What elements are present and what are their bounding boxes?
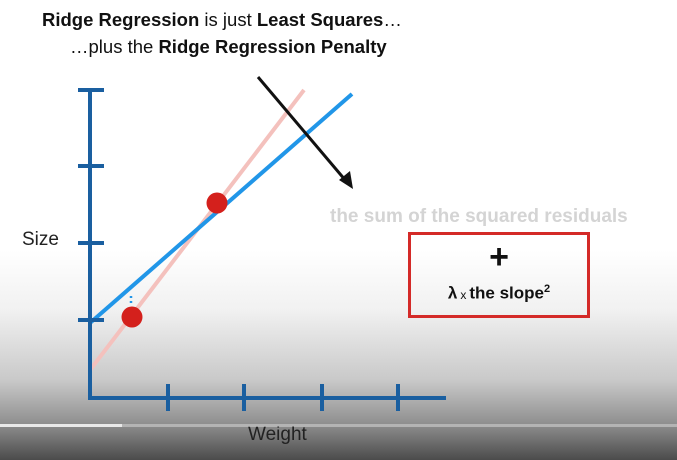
y-axis-label: Size: [22, 229, 59, 250]
squared-exponent: 2: [543, 283, 551, 295]
data-point: [121, 306, 143, 328]
title-plus-the: …plus the: [70, 36, 159, 57]
title-penalty: Ridge Regression Penalty: [158, 36, 387, 57]
title-ellipsis: …: [383, 9, 402, 30]
video-progress-fill: [0, 424, 122, 427]
sum-of-squared-residuals-label: the sum of the squared residuals: [330, 206, 628, 227]
title-ridge-regression: Ridge Regression: [42, 9, 200, 30]
slope-text: the slope: [469, 283, 544, 303]
lambda-symbol: λ: [447, 283, 458, 303]
axes: [78, 88, 446, 411]
title-line-1: Ridge Regression is just Least Squares…: [42, 8, 402, 32]
title-line-2: …plus the Ridge Regression Penalty: [70, 35, 387, 59]
x-axis-label: Weight: [248, 424, 307, 445]
times-symbol: x: [460, 287, 467, 302]
data-point: [206, 192, 228, 214]
title-is-just: is just: [199, 9, 257, 30]
title-least-squares: Least Squares: [256, 9, 384, 30]
plus-sign: +: [489, 238, 509, 276]
arrow-line: [256, 76, 348, 182]
arrow-head-icon: [339, 171, 353, 189]
video-progress-bar[interactable]: [0, 424, 677, 427]
